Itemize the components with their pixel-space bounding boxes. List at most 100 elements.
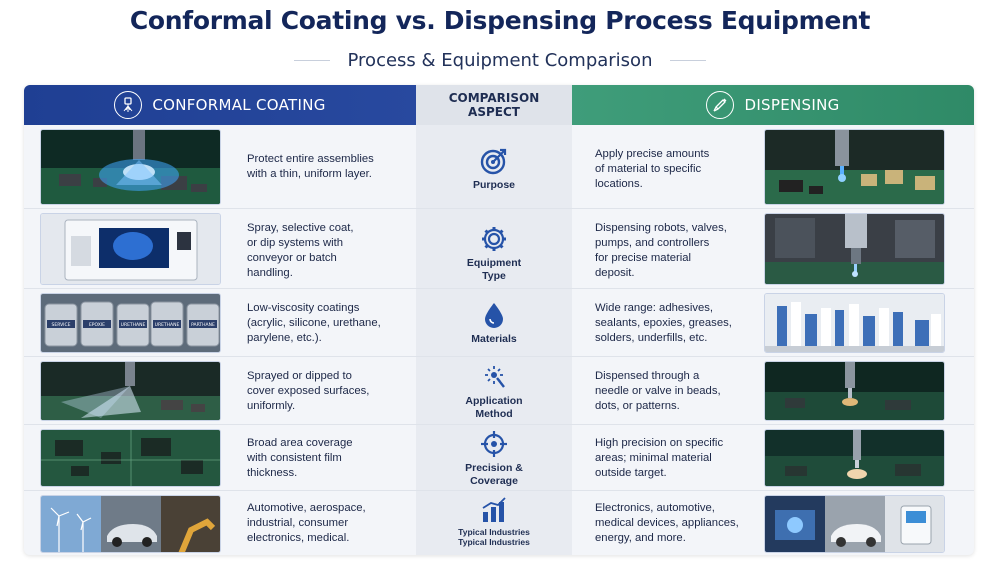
text-line: or dip systems with bbox=[247, 237, 344, 249]
subtitle-row: Process & Equipment Comparison bbox=[0, 48, 1000, 72]
text-line: with a thin, uniform layer. bbox=[247, 168, 372, 180]
dispensing-precision-image bbox=[764, 429, 945, 487]
row-application-method: Sprayed or dipped to cover exposed surfa… bbox=[24, 357, 974, 425]
row-materials: SERVICE EPOXIE URETHANE URETHANE PARTHAN… bbox=[24, 289, 974, 357]
text-line: High precision on specific bbox=[595, 437, 724, 449]
text-line: industrial, consumer bbox=[247, 517, 349, 529]
text-line: areas; minimal material bbox=[595, 452, 712, 464]
text-line: sealants, epoxies, greases, bbox=[595, 317, 732, 329]
text-line: medical devices, appliances, bbox=[595, 517, 739, 529]
can-label: EPOXIE bbox=[89, 322, 105, 328]
text-line: Dispensing robots, valves, bbox=[595, 222, 727, 234]
text-line: Sprayed or dipped to bbox=[247, 370, 352, 382]
text-line: solders, underfills, etc. bbox=[595, 332, 708, 344]
coating-purpose-image bbox=[40, 129, 221, 205]
target-icon bbox=[480, 148, 507, 175]
coating-industries-text: Automotive, aerospace, industrial, consu… bbox=[247, 501, 409, 546]
aspect-label-line2: Typical Industries bbox=[458, 537, 530, 547]
coating-equipment-image bbox=[40, 213, 221, 285]
aspect-label: Precision & Coverage bbox=[465, 462, 523, 487]
dispensing-industries-image bbox=[764, 495, 945, 553]
text-line: electronics, medical. bbox=[247, 532, 350, 544]
dispensing-industries-text: Electronics, automotive, medical devices… bbox=[595, 501, 763, 546]
coating-application-text: Sprayed or dipped to cover exposed surfa… bbox=[247, 369, 409, 414]
can-label: URETHANE bbox=[121, 322, 146, 328]
dispensing-materials-text: Wide range: adhesives, sealants, epoxies… bbox=[595, 301, 763, 346]
dispensing-column-header: DISPENSING bbox=[572, 85, 974, 125]
text-line: (acrylic, silicone, urethane, bbox=[247, 317, 381, 329]
aspect-equipment-type: Equipment Type bbox=[416, 225, 572, 282]
text-line: needle or valve in beads, bbox=[595, 385, 721, 397]
aspect-purpose: Purpose bbox=[416, 147, 572, 192]
aspect-label: Equipment Type bbox=[467, 257, 521, 282]
row-equipment-type: Spray, selective coat, or dip systems wi… bbox=[24, 209, 974, 289]
dispensing-purpose-image bbox=[764, 129, 945, 205]
subtitle-rule-left bbox=[293, 59, 330, 61]
text-line: Electronics, automotive, bbox=[595, 502, 715, 514]
text-line: of material to specific bbox=[595, 163, 702, 175]
aspect-label-line1: Typical Industries bbox=[458, 527, 530, 537]
aspect-label: Purpose bbox=[472, 179, 515, 191]
can-label: URETHANE bbox=[155, 322, 180, 328]
aspect-label-line2: Type bbox=[482, 269, 506, 282]
aspect-column-header: COMPARISON ASPECT bbox=[416, 85, 572, 125]
comparison-table: CONFORMAL COATING COMPARISON ASPECT DISP… bbox=[24, 85, 974, 555]
row-purpose: Protect entire assemblies with a thin, u… bbox=[24, 125, 974, 209]
coating-equipment-text: Spray, selective coat, or dip systems wi… bbox=[247, 221, 409, 281]
syringe-icon bbox=[706, 91, 735, 119]
text-line: Automotive, aerospace, bbox=[247, 502, 366, 514]
text-line: thickness. bbox=[247, 467, 298, 479]
spray-icon bbox=[485, 366, 505, 388]
text-line: parylene, etc.). bbox=[247, 332, 322, 344]
dispensing-purpose-text: Apply precise amounts of material to spe… bbox=[595, 147, 763, 192]
text-line: Spray, selective coat, bbox=[247, 222, 354, 234]
dispensing-equipment-image bbox=[764, 213, 945, 285]
aspect-label-line2: Method bbox=[475, 407, 513, 420]
aspect-header-line1: COMPARISON bbox=[448, 91, 540, 105]
aspect-typical-industries: Typical Industries Typical Industries bbox=[416, 497, 572, 547]
aspect-label-line2: Coverage bbox=[470, 474, 518, 487]
coating-materials-image: SERVICE EPOXIE URETHANE URETHANE PARTHAN… bbox=[40, 293, 221, 353]
text-line: handling. bbox=[247, 267, 293, 279]
text-line: Low-viscosity coatings bbox=[247, 302, 360, 314]
dispensing-materials-image bbox=[764, 293, 945, 353]
aspect-label-line1: Precision & bbox=[465, 462, 523, 474]
text-line: cover exposed surfaces, bbox=[247, 385, 370, 397]
dispensing-application-image bbox=[764, 361, 945, 421]
text-line: dots, or patterns. bbox=[595, 400, 680, 412]
aspect-materials: Materials bbox=[416, 301, 572, 346]
dispensing-application-text: Dispensed through a needle or valve in b… bbox=[595, 369, 763, 414]
aspect-label-line1: Application bbox=[465, 395, 523, 407]
text-line: locations. bbox=[595, 178, 643, 190]
coating-industries-image bbox=[40, 495, 221, 553]
aspect-label-line1: Equipment bbox=[466, 257, 522, 269]
coating-header-label: CONFORMAL COATING bbox=[152, 96, 326, 114]
coating-purpose-text: Protect entire assemblies with a thin, u… bbox=[247, 152, 409, 182]
text-line: energy, and more. bbox=[595, 532, 686, 544]
text-line: for precise material bbox=[595, 252, 692, 264]
text-line: conveyor or batch bbox=[247, 252, 337, 264]
dispensing-equipment-text: Dispensing robots, valves, pumps, and co… bbox=[595, 221, 763, 281]
text-line: Protect entire assemblies bbox=[247, 153, 374, 165]
coating-precision-image bbox=[40, 429, 221, 487]
aspect-precision-coverage: Precision & Coverage bbox=[416, 430, 572, 487]
text-line: Dispensed through a bbox=[595, 370, 700, 382]
dispensing-precision-text: High precision on specific areas; minima… bbox=[595, 436, 763, 481]
dispensing-header-label: DISPENSING bbox=[744, 96, 840, 114]
text-line: uniformly. bbox=[247, 400, 296, 412]
coating-precision-text: Broad area coverage with consistent film… bbox=[247, 436, 409, 481]
aspect-label: Application Method bbox=[465, 395, 522, 420]
aspect-header-line2: ASPECT bbox=[468, 105, 520, 119]
text-line: Broad area coverage bbox=[247, 437, 353, 449]
can-label: SERVICE bbox=[52, 322, 71, 328]
subtitle-rule-right bbox=[670, 59, 707, 61]
aspect-application-method: Application Method bbox=[416, 363, 572, 420]
coating-materials-text: Low-viscosity coatings (acrylic, silicon… bbox=[247, 301, 409, 346]
text-line: Wide range: adhesives, bbox=[595, 302, 714, 314]
text-line: Apply precise amounts bbox=[595, 148, 710, 160]
gear-icon bbox=[482, 227, 506, 251]
row-precision-coverage: Broad area coverage with consistent film… bbox=[24, 425, 974, 491]
spray-nozzle-icon bbox=[114, 91, 143, 119]
page-subtitle: Process & Equipment Comparison bbox=[347, 49, 653, 71]
bar-chart-icon bbox=[482, 497, 506, 522]
